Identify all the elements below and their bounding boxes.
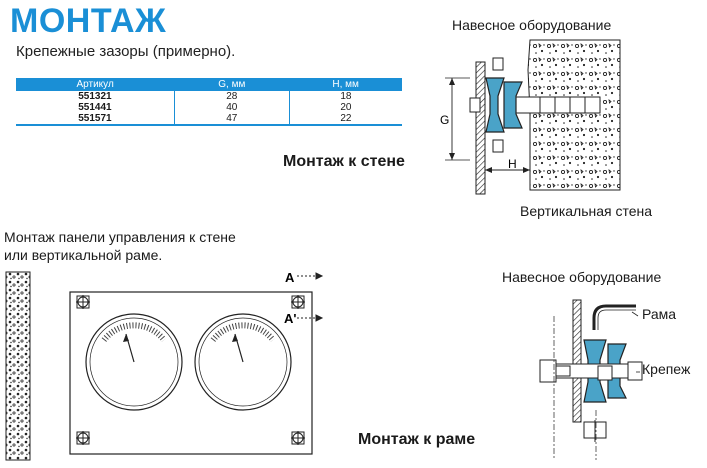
frame-label: Рама (642, 306, 677, 322)
table-header-row: Артикул G, мм H, мм (16, 78, 402, 91)
wall-strip (5, 271, 31, 461)
corner-mount-icon (291, 431, 305, 445)
frame-mount-heading: Монтаж к раме (358, 431, 476, 448)
gauge-dial-right (194, 313, 292, 411)
panel-description-line1: Монтаж панели управления к стене (4, 229, 236, 245)
vertical-wall-label: Вертикальная стена (520, 203, 653, 219)
dimension-g-label: G (440, 113, 449, 127)
corner-mount-icon (76, 431, 90, 445)
column-header-g: G, мм (174, 78, 290, 91)
table-row: 551441 40 20 (16, 102, 402, 113)
table-cell-g: 28 (173, 91, 290, 102)
column-header-article: Артикул (16, 78, 175, 91)
table-cell-article: 551321 (78, 91, 112, 102)
corner-mount-icon (76, 295, 90, 309)
table-cell-article: 551571 (16, 113, 175, 126)
table-cell-g: 47 (173, 113, 290, 126)
page-subtitle: Крепежные зазоры (примерно). (16, 43, 236, 60)
table-cell-article: 551441 (78, 102, 112, 113)
corner-mount-icon (291, 295, 305, 309)
panel-description-line2: или вертикальной раме. (4, 247, 163, 263)
fastener-label: Крепеж (642, 361, 691, 377)
page-title: МОНТАЖ (10, 2, 167, 40)
column-header-h: H, мм (289, 78, 402, 91)
clearance-table: Артикул G, мм H, мм 551321 28 18 551441 … (16, 78, 402, 126)
table-cell-h: 18 (288, 91, 402, 102)
wall-mount-heading: Монтаж к стене (283, 153, 405, 170)
table-cell-g: 40 (173, 102, 290, 113)
dimension-h-label: H (508, 157, 517, 171)
wall-equipment-label: Навесное оборудование (452, 17, 612, 33)
table-cell-h: 20 (288, 102, 402, 113)
frame-equipment-label: Навесное оборудование (502, 269, 662, 285)
table-row: 551571 47 22 (16, 113, 402, 126)
gauge-dial-left (85, 313, 183, 411)
table-cell-h: 22 (288, 113, 402, 126)
table-row: 551321 28 18 (16, 91, 402, 102)
section-marker-a: A (285, 270, 295, 285)
section-marker-a-prime: A' (284, 311, 296, 326)
